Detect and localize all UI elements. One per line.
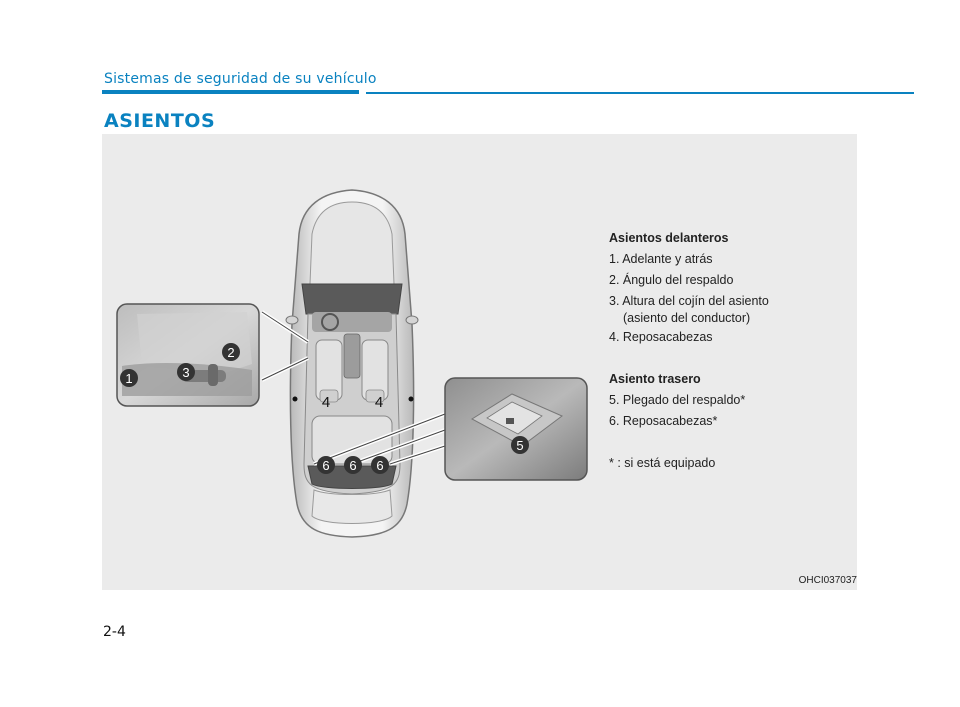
leader-lines-dark <box>261 311 446 465</box>
svg-text:3: 3 <box>182 365 189 380</box>
svg-text:1: 1 <box>125 371 132 386</box>
callout-6-left: 6 <box>317 456 335 474</box>
front-seats-heading: Asientos delanteros <box>609 231 729 245</box>
seats-figure: 1 2 3 4 4 5 6 6 6 Asientos delanteros <box>102 134 857 590</box>
callout-4-right: 4 <box>375 394 383 411</box>
legend-item: 5. Plegado del respaldo* <box>609 393 746 407</box>
svg-text:6: 6 <box>322 458 329 473</box>
legend-item: 4. Reposacabezas <box>609 330 713 344</box>
legend-item-continuation: (asiento del conductor) <box>623 311 751 325</box>
page-title: ASIENTOS <box>104 110 216 132</box>
callout-6-right: 6 <box>371 456 389 474</box>
rear-seat-heading: Asiento trasero <box>609 372 701 386</box>
callout-5: 5 <box>511 436 529 454</box>
svg-text:2: 2 <box>227 345 234 360</box>
rear-seat-fold-inset <box>444 377 588 481</box>
car-illustration: 1 2 3 4 4 5 6 6 6 <box>116 189 588 538</box>
svg-text:6: 6 <box>349 458 356 473</box>
callout-2: 2 <box>222 343 240 361</box>
legend-item: 1. Adelante y atrás <box>609 252 713 266</box>
figure-legend: Asientos delanteros 1. Adelante y atrás … <box>609 228 849 474</box>
figure-code: OHCI037037 <box>798 575 857 586</box>
page-number: 2-4 <box>103 624 126 640</box>
equipment-note: * : si está equipado <box>609 456 716 470</box>
header-rule-thin <box>366 92 914 94</box>
legend-item: 3. Altura del cojín del asiento <box>609 294 769 308</box>
legend-item: 6. Reposacabezas* <box>609 414 718 428</box>
callout-4-left: 4 <box>322 394 330 411</box>
legend-item: 2. Ángulo del respaldo <box>609 273 734 287</box>
svg-text:6: 6 <box>376 458 383 473</box>
header-rule-thick <box>102 90 359 94</box>
section-header: Sistemas de seguridad de su vehículo <box>104 71 377 87</box>
callout-6-center: 6 <box>344 456 362 474</box>
callout-3: 3 <box>177 363 195 381</box>
callout-1: 1 <box>120 369 138 387</box>
car-body <box>285 189 419 538</box>
svg-text:5: 5 <box>516 438 523 453</box>
